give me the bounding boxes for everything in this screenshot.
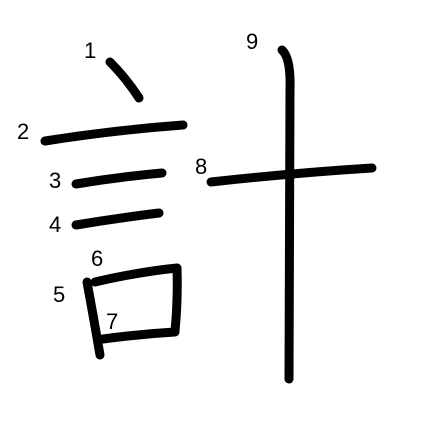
stroke-5-mouth-left: [82, 277, 105, 360]
stroke-number-3: 3: [49, 168, 61, 193]
stroke-number-4: 4: [49, 212, 61, 237]
stroke-2-top-horizontal: [40, 120, 188, 146]
stroke-number-2: 2: [17, 119, 29, 144]
stroke-1-dot: [105, 57, 144, 103]
stroke-number-1: 1: [84, 38, 96, 63]
stroke-number-7: 7: [106, 309, 118, 334]
stroke-3-horizontal: [71, 168, 167, 189]
stroke-7-mouth-bottom: [98, 327, 180, 344]
stroke-6-mouth-top-right: [90, 263, 182, 336]
stroke-number-9: 9: [246, 29, 258, 54]
stroke-4-horizontal: [71, 208, 164, 230]
stroke-order-numbers: 1 2 3 4 5 6 7 8 9: [17, 29, 258, 334]
stroke-9-vertical: [277, 45, 295, 384]
stroke-number-5: 5: [53, 282, 65, 307]
character-strokes: [40, 45, 377, 384]
stroke-number-8: 8: [195, 154, 207, 179]
stroke-number-6: 6: [91, 246, 103, 271]
